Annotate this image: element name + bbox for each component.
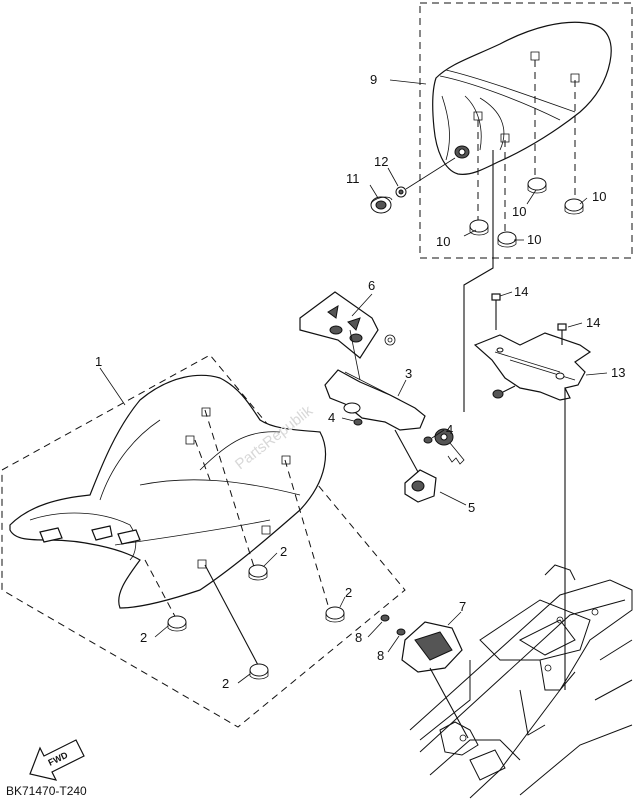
bolt-14a (491, 293, 501, 330)
callout-6: 6 (368, 278, 375, 293)
rear-grommet-10b (564, 198, 584, 215)
screw-4b (423, 436, 433, 444)
callout-14-a: 14 (514, 284, 528, 299)
fwd-arrow: FWD (29, 739, 85, 781)
callout-10-d: 10 (527, 232, 541, 247)
callout-4-b: 4 (446, 422, 453, 437)
callout-leaders (99, 79, 608, 684)
callout-labels: 9 12 11 10 10 10 10 14 14 13 6 3 4 4 5 1… (95, 72, 625, 691)
screw-4a (353, 418, 363, 426)
bolt-bracket-left (492, 385, 516, 399)
callout-10-c: 10 (436, 234, 450, 249)
callout-12: 12 (374, 154, 388, 169)
front-seat (9, 374, 331, 666)
callout-5: 5 (468, 500, 475, 515)
drawing-code: BK71470-T240 (6, 784, 87, 798)
holder-7 (401, 621, 469, 739)
callout-8-b: 8 (377, 648, 384, 663)
callout-7: 7 (459, 599, 466, 614)
rear-grommet-10a (527, 177, 547, 194)
bolt-8a (380, 614, 390, 622)
callout-1: 1 (95, 354, 102, 369)
callout-13: 13 (611, 365, 625, 380)
callout-2-a: 2 (280, 544, 287, 559)
callout-9: 9 (370, 72, 377, 87)
callout-8-a: 8 (355, 630, 362, 645)
callout-14-b: 14 (586, 315, 600, 330)
front-grommet-2b (167, 615, 187, 632)
nut-12 (395, 186, 407, 198)
front-grommet-2c (325, 606, 345, 623)
rear-bracket-group (473, 293, 592, 690)
bolt-8b (396, 628, 406, 636)
plate-6 (299, 291, 396, 359)
bracket-3 (324, 329, 426, 431)
callout-11: 11 (346, 171, 360, 186)
front-grommet-2d (249, 663, 269, 680)
callout-10-a: 10 (512, 204, 526, 219)
front-seat-dashed-boundary (1, 354, 406, 728)
rear-grommet-10c (469, 219, 489, 236)
front-seat-group (1, 354, 406, 728)
callout-2-d: 2 (222, 676, 229, 691)
rear-grommet-10d (497, 231, 517, 248)
rear-seat-group (370, 2, 633, 412)
rear-frame (409, 564, 633, 799)
callout-2-c: 2 (345, 585, 352, 600)
lock-5 (394, 429, 437, 503)
callout-3: 3 (405, 366, 412, 381)
callout-10-b: 10 (592, 189, 606, 204)
callout-2-b: 2 (140, 630, 147, 645)
rear-seat (432, 21, 612, 236)
bolt-14b (557, 323, 567, 345)
front-grommet-2a (248, 564, 268, 581)
cap-11 (370, 196, 393, 214)
callout-4-a: 4 (328, 410, 335, 425)
